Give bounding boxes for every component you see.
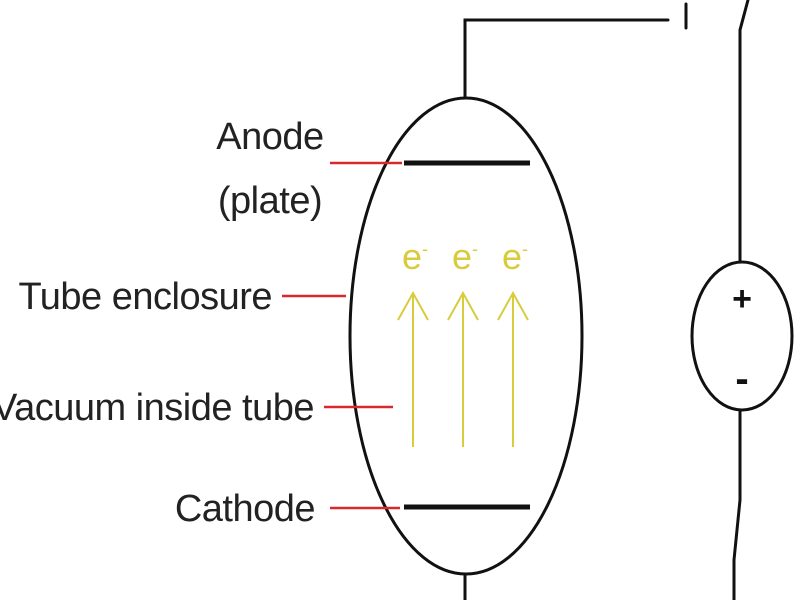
electron-symbol: e- xyxy=(452,236,478,277)
electron-charge: - xyxy=(422,239,428,259)
electron-arrow xyxy=(497,290,529,447)
arrow-head xyxy=(397,290,429,321)
arrow-head xyxy=(497,290,529,321)
electron-charge: - xyxy=(522,239,528,259)
electron-arrow xyxy=(447,290,479,447)
electron-flow xyxy=(397,290,529,447)
arrow-head xyxy=(447,290,479,321)
electron-letter: e xyxy=(402,236,422,277)
leader-lines xyxy=(282,161,402,510)
right-bottom-wire xyxy=(732,408,742,600)
battery-negative-sign: - xyxy=(735,357,748,401)
tube-enclosure xyxy=(348,96,584,576)
electron-letter: e xyxy=(502,236,522,277)
electron-symbol: e- xyxy=(502,236,528,277)
battery-circle xyxy=(690,260,794,412)
electron-charge: - xyxy=(472,239,478,259)
vacuum-label: Vacuum inside tube xyxy=(0,387,314,429)
battery: + - xyxy=(690,260,794,412)
anode-label: Anode xyxy=(216,116,323,158)
electron-letter: e xyxy=(452,236,472,277)
right-top-wire xyxy=(738,0,750,264)
electron-arrow xyxy=(397,290,429,447)
cathode-label: Cathode xyxy=(175,488,315,530)
electron-symbol: e- xyxy=(402,236,428,277)
anode-sub-label: (plate) xyxy=(218,180,322,222)
battery-positive-sign: + xyxy=(732,280,752,318)
electrons: e- e- e- xyxy=(402,236,528,277)
labels: Anode (plate) Tube enclosure Vacuum insi… xyxy=(0,116,324,530)
tube-enclosure-label: Tube enclosure xyxy=(18,276,272,318)
